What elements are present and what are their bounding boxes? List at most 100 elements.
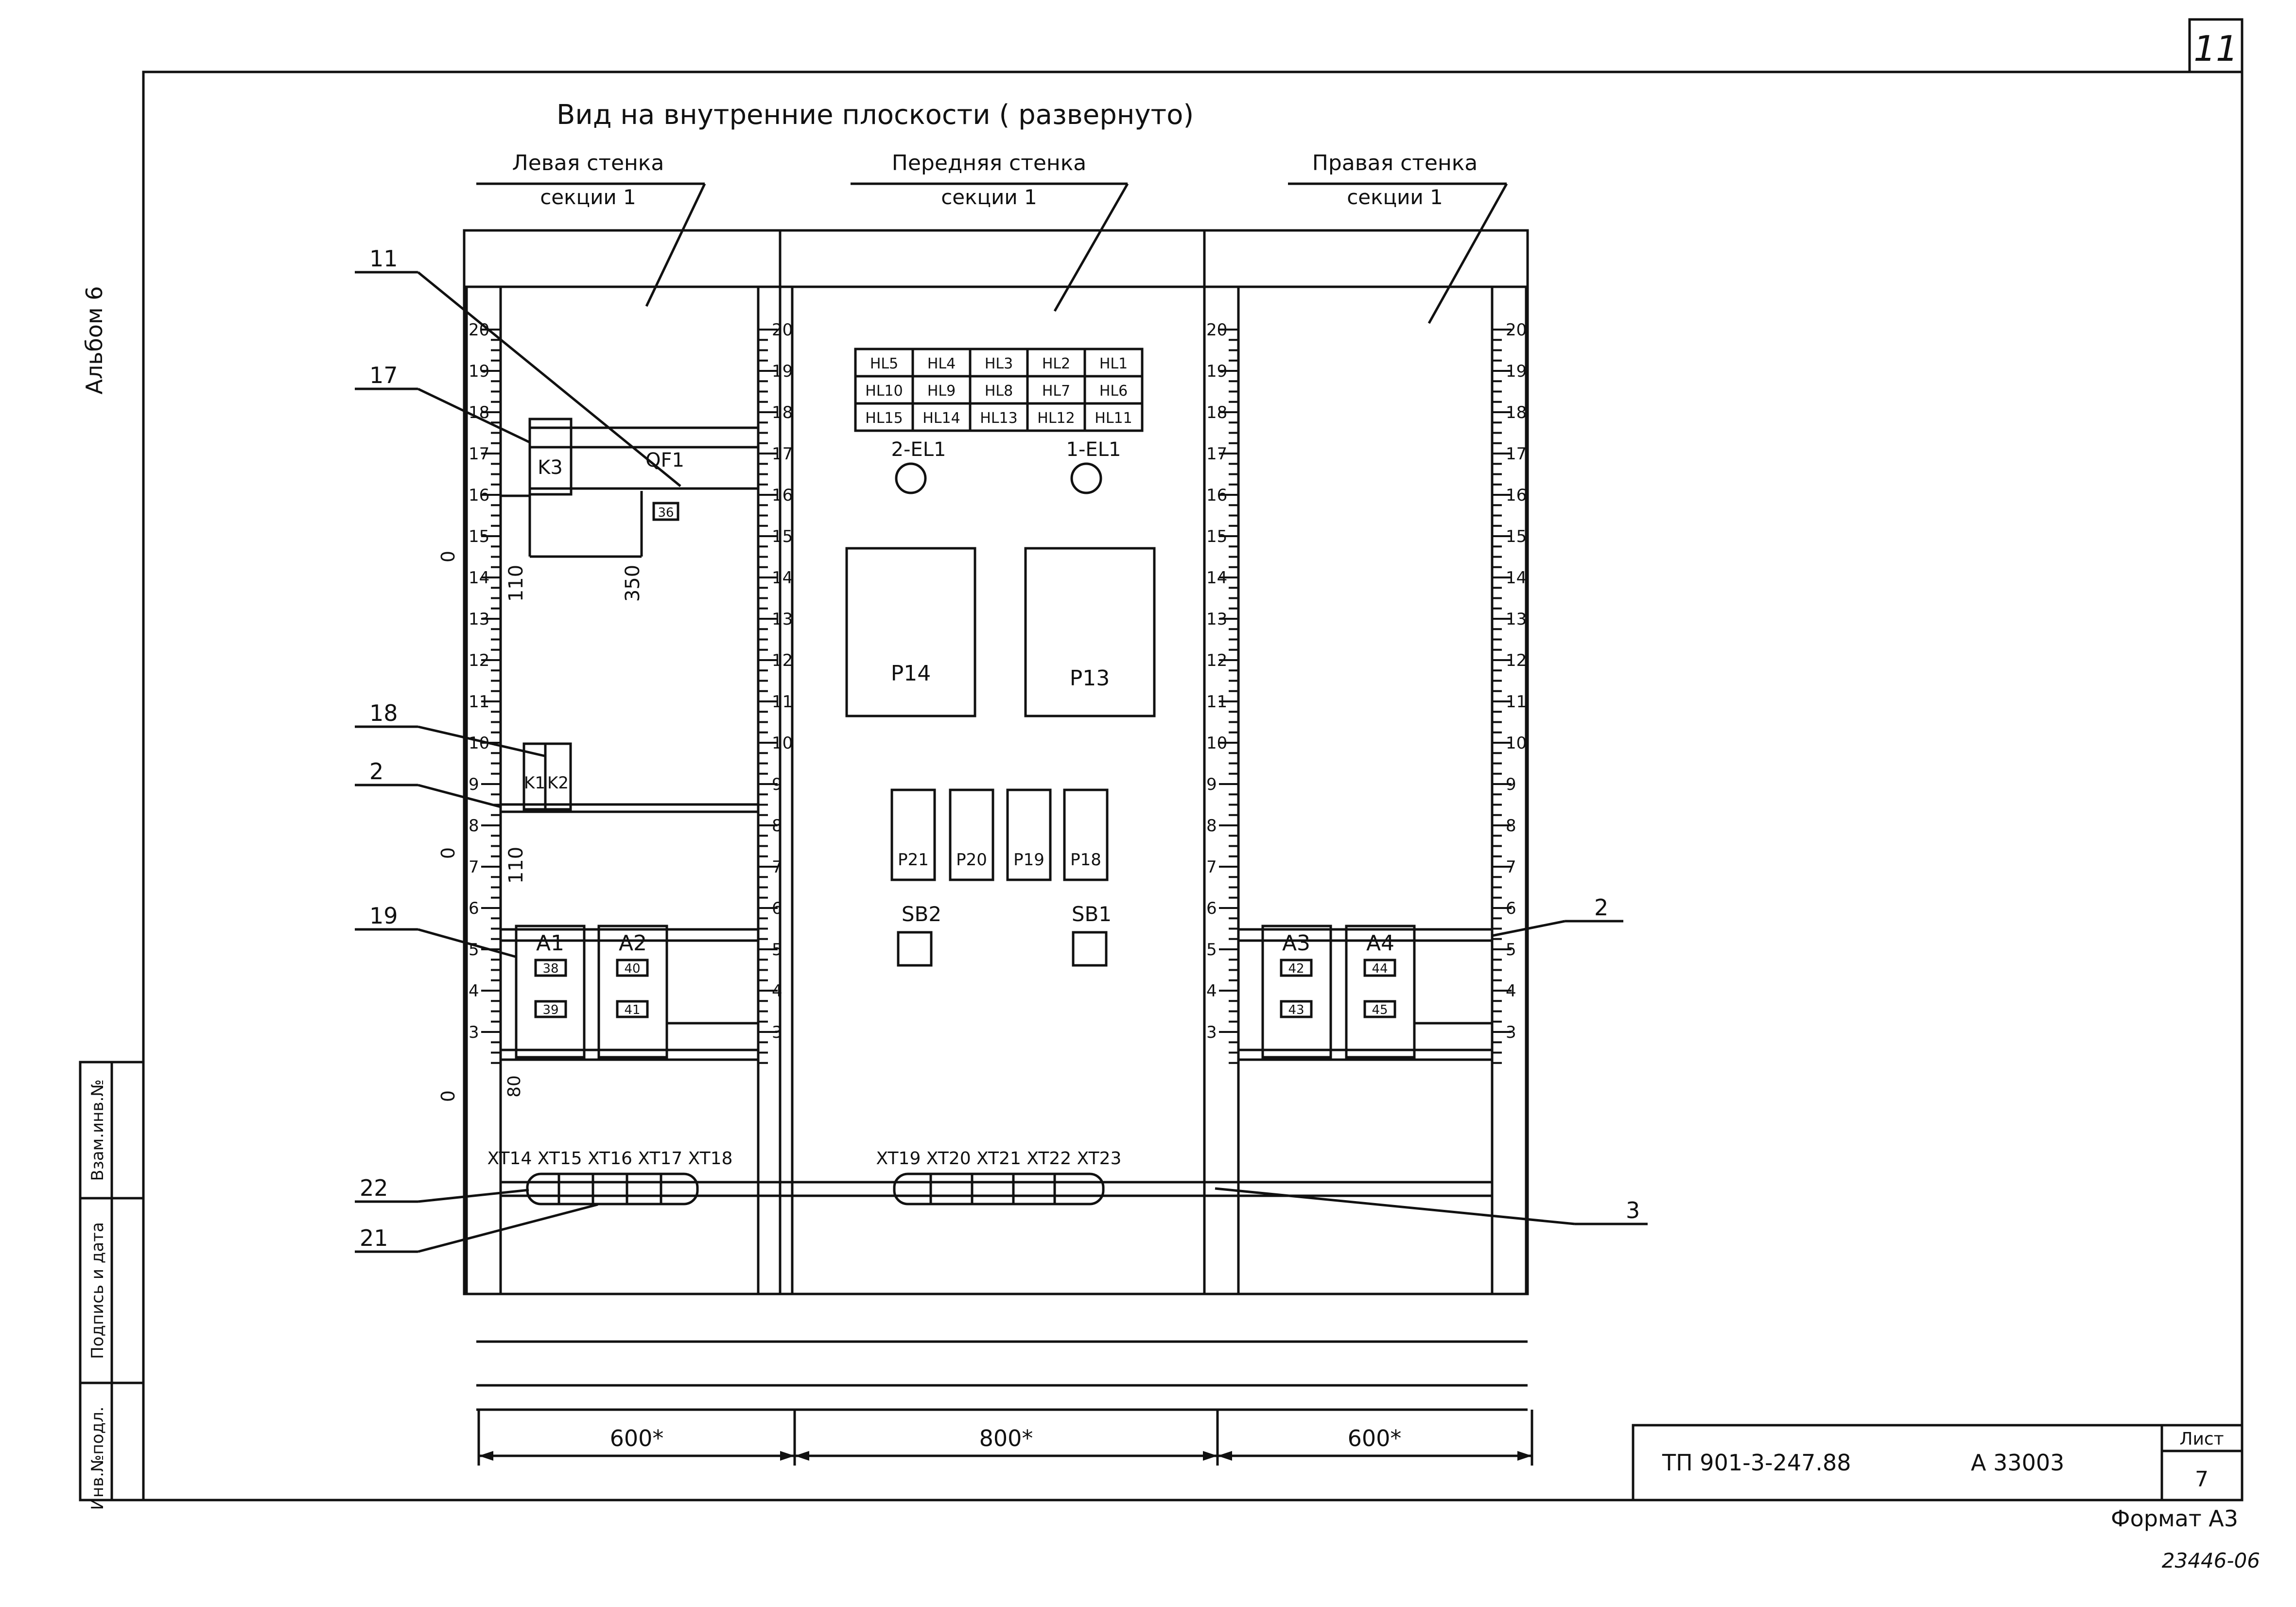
terminal-strip-left bbox=[526, 1172, 699, 1205]
rail-scale-number: 3 bbox=[772, 1023, 783, 1042]
view-left-line1: Левая стенка bbox=[512, 151, 664, 175]
relay-p21 bbox=[890, 788, 936, 881]
lamp-label: HL11 bbox=[1095, 410, 1132, 427]
lamp-label: HL8 bbox=[985, 383, 1013, 400]
rail-scale-number: 19 bbox=[1206, 362, 1227, 381]
rail-scale-number: 14 bbox=[1506, 568, 1527, 588]
qf1-label: QF1 bbox=[645, 449, 684, 472]
lamp-label: HL3 bbox=[985, 355, 1013, 372]
button-sb1 bbox=[1072, 931, 1108, 967]
rail-scale-number: 7 bbox=[1506, 857, 1516, 877]
title-block-album-code: А 33003 bbox=[1971, 1450, 2064, 1476]
rail-scale-number: 17 bbox=[1506, 444, 1527, 464]
callout-11: 11 bbox=[369, 245, 398, 272]
rail-scale-number: 15 bbox=[1506, 527, 1527, 546]
rail-scale-number: 17 bbox=[1206, 444, 1227, 464]
title-block bbox=[1632, 1424, 2244, 1502]
rail-scale-number: 19 bbox=[1506, 362, 1527, 381]
drawing-title: Вид на внутренние плоскости ( развернуто… bbox=[557, 99, 1194, 131]
a1-block bbox=[515, 925, 586, 1059]
light-1-el1 bbox=[1070, 462, 1102, 494]
relay-p20-label: P20 bbox=[956, 850, 987, 870]
hl-lamp-labels: HL5 HL4 HL3 HL2 HL1 HL10 HL9 HL8 HL7 HL6… bbox=[865, 355, 1132, 427]
relay-p18-label: P18 bbox=[1070, 850, 1101, 870]
k2-block bbox=[544, 742, 572, 811]
rail-scale-number: 8 bbox=[469, 816, 479, 836]
sheet-corner-number: 11 bbox=[2193, 28, 2238, 69]
rail-scale-number: 6 bbox=[469, 899, 479, 918]
dim-110-lower: 110 bbox=[505, 847, 527, 884]
relay-p14 bbox=[845, 547, 976, 717]
view-left-line2: секции 1 bbox=[540, 185, 636, 209]
a2-label: A2 bbox=[619, 931, 647, 956]
rail-scale-number: 13 bbox=[772, 610, 793, 629]
lamp-label: HL7 bbox=[1042, 383, 1070, 400]
rail-scale-number: 8 bbox=[1506, 816, 1516, 836]
button-sb2 bbox=[897, 931, 933, 967]
a1-tag-38: 38 bbox=[542, 961, 558, 976]
lamp-label: HL9 bbox=[927, 383, 956, 400]
callout-2-left: 2 bbox=[369, 758, 383, 785]
rail-scale-number: 12 bbox=[1506, 651, 1527, 670]
rail-left-inner bbox=[757, 285, 794, 1295]
rail-left-outer bbox=[465, 285, 502, 1295]
light-1-el1-label: 1-EL1 bbox=[1066, 438, 1121, 461]
view-right-line1: Правая стенка bbox=[1312, 151, 1478, 175]
rail-ticks: 2019181716151413121110987654320191817161… bbox=[469, 320, 1527, 1064]
dim-350: 350 bbox=[622, 565, 644, 602]
callout-22: 22 bbox=[360, 1175, 388, 1201]
rail-scale-number: 18 bbox=[1206, 403, 1227, 422]
terminals-front-label: XT19 XT20 XT21 XT22 XT23 bbox=[876, 1149, 1122, 1169]
callout-19: 19 bbox=[369, 903, 398, 929]
dim-600-left: 600* bbox=[610, 1425, 664, 1451]
rail-scale-number: 3 bbox=[1506, 1023, 1516, 1042]
rail-scale-number: 4 bbox=[1206, 981, 1217, 1001]
rail-scale-number: 10 bbox=[772, 734, 793, 753]
lamp-label: HL6 bbox=[1099, 383, 1128, 400]
margin-zero-1: 0 bbox=[437, 551, 459, 562]
terminals-left-label: XT14 XT15 XT16 XT17 XT18 bbox=[487, 1149, 733, 1169]
lamp-label: HL10 bbox=[865, 383, 903, 400]
qf1-tag: 36 bbox=[658, 506, 674, 520]
rail-scale-number: 12 bbox=[1206, 651, 1227, 670]
rail-right-outer bbox=[1491, 285, 1528, 1295]
relay-p21-label: P21 bbox=[898, 850, 929, 870]
view-right-line2: секции 1 bbox=[1347, 185, 1443, 209]
relay-p13-label: P13 bbox=[1070, 666, 1110, 691]
rail-scale-number: 19 bbox=[772, 362, 793, 381]
rail-scale-number: 5 bbox=[1506, 940, 1516, 960]
rail-scale-number: 10 bbox=[1206, 734, 1227, 753]
view-front-line1: Передняя стенка bbox=[892, 151, 1086, 175]
rail-scale-number: 15 bbox=[772, 527, 793, 546]
sheet-number-box bbox=[2188, 18, 2244, 73]
rail-scale-number: 17 bbox=[469, 444, 489, 464]
relay-p20 bbox=[949, 788, 994, 881]
margin-zero-3: 0 bbox=[437, 1090, 459, 1102]
rail-scale-number: 4 bbox=[1506, 981, 1516, 1001]
callout-3: 3 bbox=[1626, 1197, 1640, 1223]
a1-tag-39: 39 bbox=[542, 1003, 558, 1017]
a2-tag-40: 40 bbox=[624, 961, 640, 976]
callout-17: 17 bbox=[369, 362, 398, 388]
a3-tag-42: 42 bbox=[1288, 961, 1304, 976]
dim-600-right: 600* bbox=[1348, 1425, 1402, 1451]
rail-scale-number: 5 bbox=[772, 940, 783, 960]
rail-scale-number: 20 bbox=[772, 320, 793, 340]
dim-800-front: 800* bbox=[979, 1425, 1033, 1451]
relay-p14-label: P14 bbox=[891, 661, 931, 686]
rail-right-inner bbox=[1203, 285, 1240, 1295]
rail-scale-number: 3 bbox=[469, 1023, 479, 1042]
title-block-sheet-number: 7 bbox=[2195, 1467, 2209, 1492]
rail-scale-number: 14 bbox=[772, 568, 793, 588]
rail-scale-number: 11 bbox=[1506, 692, 1527, 712]
rail-scale-number: 14 bbox=[469, 568, 489, 588]
hl-lamp-grid bbox=[854, 348, 1144, 432]
rail-scale-number: 18 bbox=[469, 403, 489, 422]
rail-scale-number: 18 bbox=[772, 403, 793, 422]
relay-p19-label: P19 bbox=[1013, 850, 1044, 870]
rail-scale-number: 6 bbox=[1506, 899, 1516, 918]
archive-stamp: 23446-06 bbox=[2162, 1549, 2260, 1572]
qf1-tag-box bbox=[652, 502, 679, 521]
rail-scale-number: 4 bbox=[469, 981, 479, 1001]
